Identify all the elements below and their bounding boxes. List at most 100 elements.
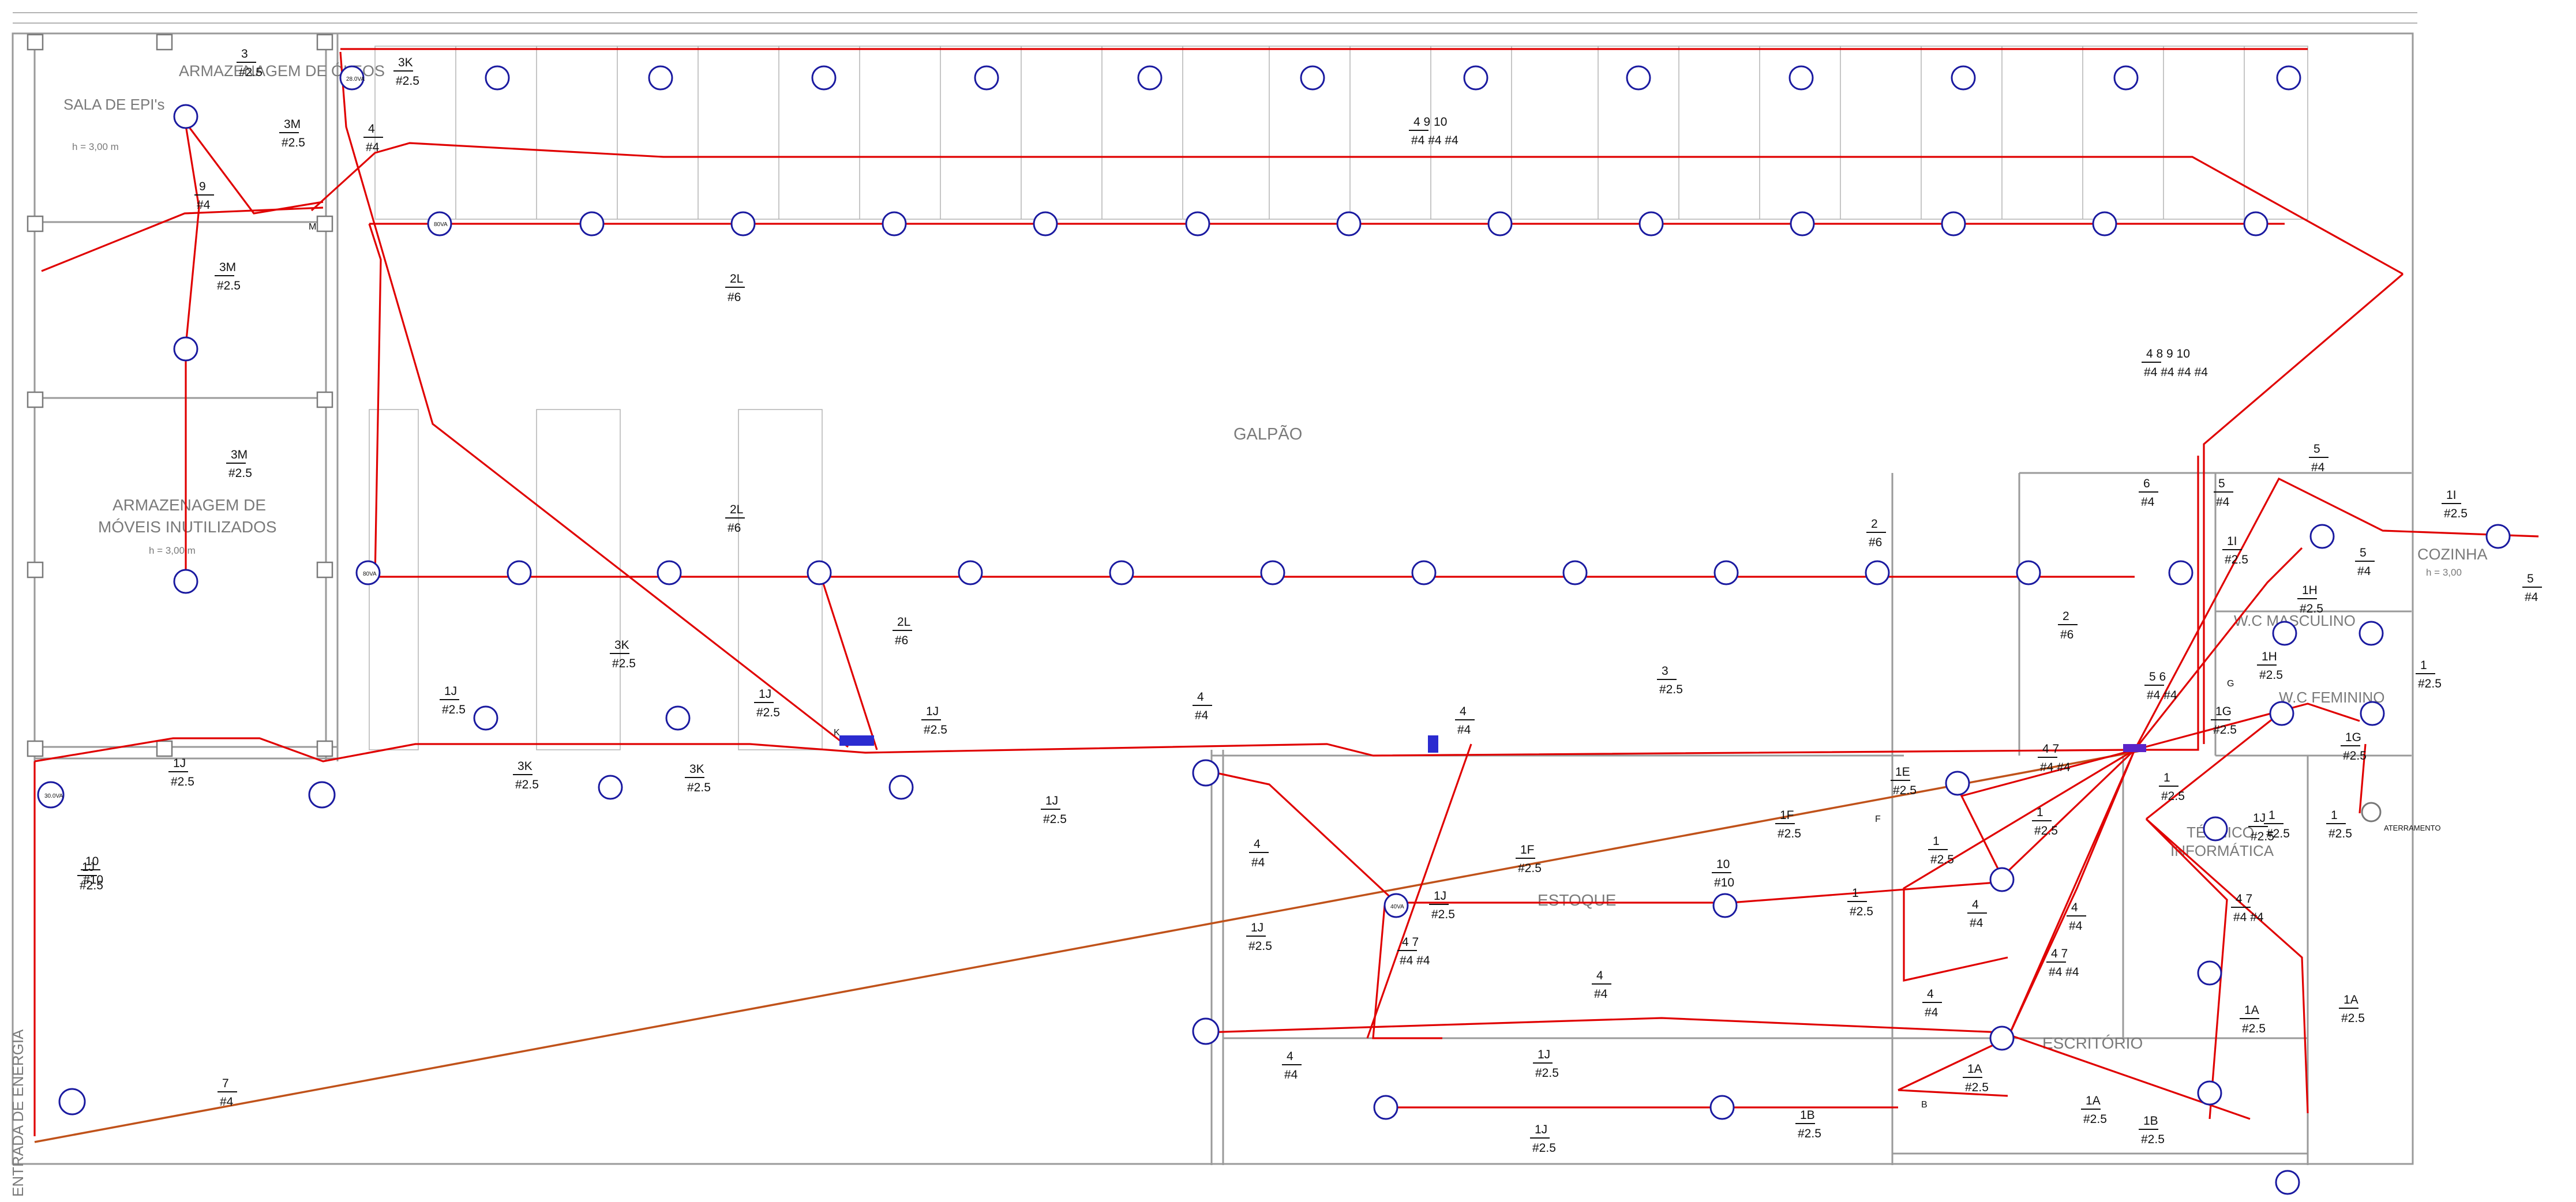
circuit-gauge: #4 (1594, 987, 1608, 1001)
circuit-tag: 1A#2.5 (2240, 1004, 2266, 1035)
circuit-id: 4 (2071, 901, 2078, 914)
high-bay-row-top (339, 65, 2301, 91)
circuit-tag: 4 7#4 #4 (2046, 947, 2079, 979)
room-sala-epi-height: h = 3,00 m (72, 141, 119, 152)
circuit-tag: 1I#2.5 (2222, 535, 2248, 566)
circuit-gauge: #2.5 (80, 879, 103, 892)
circuit-gauge: #2.5 (2251, 830, 2274, 843)
circuit-tag: 2#6 (2058, 610, 2078, 641)
circuit-id: 10 (1716, 858, 1730, 871)
circuit-tag: 4#4 (2067, 901, 2086, 933)
circuit-id: 1J (82, 861, 95, 874)
room-cozinha-height: h = 3,00 (2426, 567, 2462, 578)
circuit-tag: 1F#2.5 (1516, 843, 1542, 875)
circuit-gauge: #4 (366, 141, 380, 154)
circuit-gauge: #4 (1251, 856, 1265, 869)
room-sala-epi: SALA DE EPI's (63, 96, 165, 113)
circuit-tag: 10#10 (81, 855, 103, 887)
circuit-gauge: #2.5 (1043, 813, 1067, 826)
circuit-id: 4 (1927, 987, 1934, 1001)
circuit-tag: 3 #2.5 (1657, 664, 1683, 696)
circuit-gauge: #4 (2069, 919, 2083, 933)
circuit-id: 1A (2086, 1094, 2101, 1107)
room-armazenagem-moveis-height: h = 3,00 m (149, 545, 196, 556)
circuit-gauge: #2.5 (1431, 908, 1455, 921)
lamp-row-2 (427, 211, 2268, 236)
circuit-tag: 1A #2.5 (2081, 1094, 2107, 1126)
svg-text:G: G (2227, 679, 2234, 689)
circuit-gauge: #2.5 (2225, 553, 2248, 566)
circuit-tag: 1#2.5 (2416, 659, 2442, 690)
circuit-gauge: #2.5 (2141, 1133, 2165, 1146)
circuit-gauge: #2.5 (2083, 1113, 2107, 1126)
circuit-id: 1H (2262, 650, 2277, 663)
fixtures (37, 65, 2511, 1195)
circuit-gauge: #10 (1714, 876, 1734, 889)
circuit-tag: 3#2.5 (237, 47, 263, 79)
room-tecnico-line2: INFORMÁTICA (2170, 842, 2274, 859)
aterramento-label: ATERRAMENTO (2384, 824, 2440, 832)
circuit-tag: 5#4 (2355, 546, 2375, 578)
circuit-gauge: #2.5 (2259, 668, 2283, 682)
circuit-id: 1B (1800, 1109, 1815, 1122)
circuit-id: 3 (1662, 664, 1668, 678)
room-galpao: GALPÃO (1233, 424, 1302, 444)
svg-text:F: F (1875, 814, 1881, 824)
svg-text:80VA: 80VA (434, 221, 448, 228)
circuit-gauge: #4 (2311, 461, 2325, 474)
circuit-id: 3 (241, 47, 248, 61)
circuit-tag: 1J#2.5 (1533, 1048, 1559, 1080)
circuit-tag: 4 8 9 10 #4 #4 #4 #4 (2142, 347, 2208, 379)
circuit-gauge: #6 (728, 521, 741, 535)
circuit-id: 1 (2331, 809, 2338, 822)
svg-text:B: B (1921, 1100, 1928, 1110)
circuit-tag: 1A#2.5 (2339, 993, 2365, 1025)
circuit-tag: 2L#6 (893, 615, 912, 647)
circuit-tag: 4#4 (1592, 969, 1611, 1001)
circuit-tag: 2L#6 (725, 503, 745, 535)
circuit-id: 1 (1852, 887, 1859, 900)
circuit-tag: 6#4 (2139, 477, 2158, 509)
circuit-id: 1 (1933, 835, 1940, 848)
circuit-tag: 3M#2.5 (279, 118, 305, 149)
circuit-gauge: #2.5 (1965, 1081, 1989, 1094)
circuit-tag: 4 7#4 #4 (1397, 936, 1430, 967)
circuit-tag: 10#10 (1712, 858, 1734, 889)
circuit-id: 1J (1045, 794, 1058, 807)
circuit-id: 2 (2063, 610, 2069, 623)
circuit-id: 5 (2218, 477, 2225, 490)
circuit-id: 1J (2253, 812, 2266, 825)
circuit-tag: 1J #2.5 (2248, 812, 2274, 843)
circuit-id: 1J (926, 705, 939, 718)
circuit-tag: 1H#2.5 (2297, 584, 2323, 615)
circuit-gauge: #2.5 (1798, 1127, 1821, 1140)
circuit-gauge: #2.5 (1659, 683, 1683, 696)
circuit-gauge: #2.5 (687, 781, 711, 794)
circuit-gauge: #4 #4 #4 (1411, 134, 1458, 147)
circuit-tag: 4 9 10#4 #4 #4 (1409, 115, 1458, 147)
circuit-tag: 1J#2.5 (440, 685, 466, 716)
circuit-id: 4 7 (2236, 892, 2252, 906)
circuit-id: 4 8 9 10 (2146, 347, 2190, 360)
circuit-tag: 1J#2.5 (168, 757, 194, 788)
circuit-tag: 3M#2.5 (226, 448, 252, 480)
svg-text:40VA: 40VA (1390, 904, 1404, 910)
circuit-gauge: #2.5 (2444, 507, 2468, 520)
circuit-tag: 1#2.5 (1928, 835, 1954, 866)
circuit-id: 7 (222, 1077, 229, 1090)
walls (12, 12, 2417, 1165)
circuit-id: 1J (1535, 1123, 1547, 1136)
circuit-tag: 1B #2.5 (1795, 1109, 1821, 1140)
wiring (33, 48, 2539, 1143)
circuit-id: 6 (2143, 477, 2150, 490)
circuit-id: 5 (2313, 442, 2320, 456)
circuit-tag: 5#4 (2522, 572, 2542, 604)
circuit-tag: 4#4 (1249, 837, 1269, 869)
circuit-id: 1 (2037, 806, 2043, 819)
circuit-tag: 1F#2.5 (1775, 809, 1801, 840)
circuit-id: 3M (284, 118, 301, 131)
circuit-gauge: #4 #4 #4 #4 (2144, 366, 2208, 379)
circuit-id: 3M (219, 261, 236, 274)
circuit-tag: 1J#2.5 (1530, 1123, 1556, 1155)
circuit-id: 4 (1197, 690, 1204, 704)
